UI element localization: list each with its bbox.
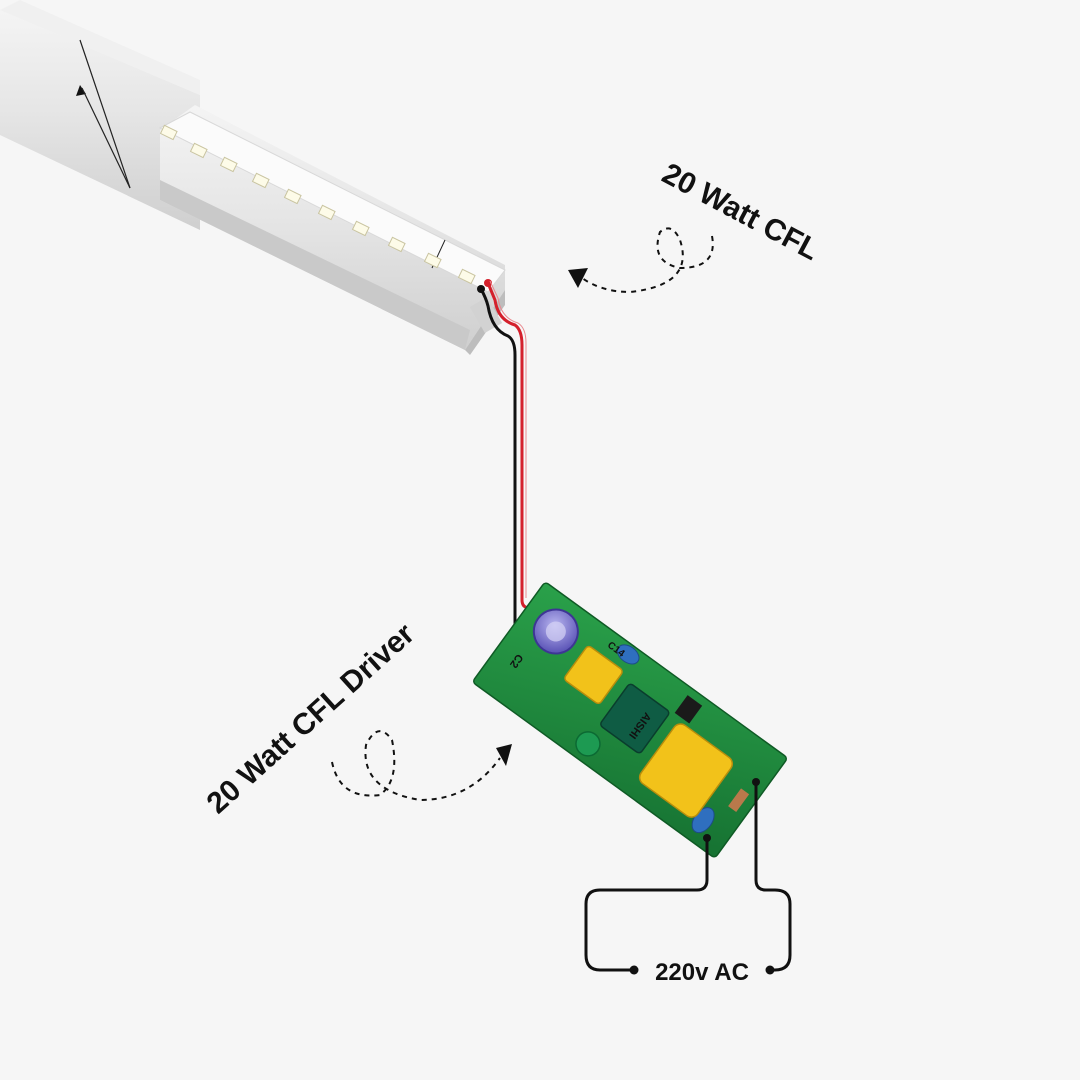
led-strip xyxy=(158,111,506,293)
led-chip xyxy=(219,156,238,173)
ac-terminal-right xyxy=(765,965,775,975)
ac-wire-left xyxy=(584,838,709,972)
thermistor xyxy=(575,731,601,757)
tube-housing-left xyxy=(0,10,200,230)
led-chip xyxy=(251,172,270,189)
film-capacitor-large xyxy=(638,723,734,818)
led-chip xyxy=(387,236,406,253)
transistor xyxy=(674,695,703,724)
wire-positive-edge xyxy=(489,280,527,598)
ac-wire-right xyxy=(754,782,792,972)
wire-negative xyxy=(479,288,517,648)
driver-annotation-arrow xyxy=(331,730,501,802)
led-chip xyxy=(189,142,208,159)
ceramic-capacitor xyxy=(616,644,640,665)
annotation-arrows xyxy=(331,227,714,802)
driver-arrowhead-icon xyxy=(496,744,512,766)
led-chip xyxy=(457,268,476,285)
led-tube xyxy=(0,0,506,355)
ac-terminal-left xyxy=(629,965,639,975)
tube-housing-left-top xyxy=(0,0,200,95)
led-chip xyxy=(159,124,178,141)
led-chips xyxy=(159,124,476,285)
led-chip xyxy=(423,252,442,269)
led-chip xyxy=(283,188,302,205)
wire-positive xyxy=(486,282,548,610)
film-capacitor-small xyxy=(564,645,623,705)
cfl-annotation-arrow xyxy=(581,227,714,294)
inductor-coil xyxy=(600,683,670,754)
led-chip xyxy=(351,220,370,237)
led-chip xyxy=(317,204,336,221)
ac-label: 220v AC xyxy=(655,959,749,986)
cfl-arrowhead-icon xyxy=(568,268,588,288)
driver-pcb: C2 AISHI C14 xyxy=(473,582,787,858)
ac-wires xyxy=(584,778,792,975)
tube-lower-edge xyxy=(160,180,470,350)
diode xyxy=(728,788,750,812)
